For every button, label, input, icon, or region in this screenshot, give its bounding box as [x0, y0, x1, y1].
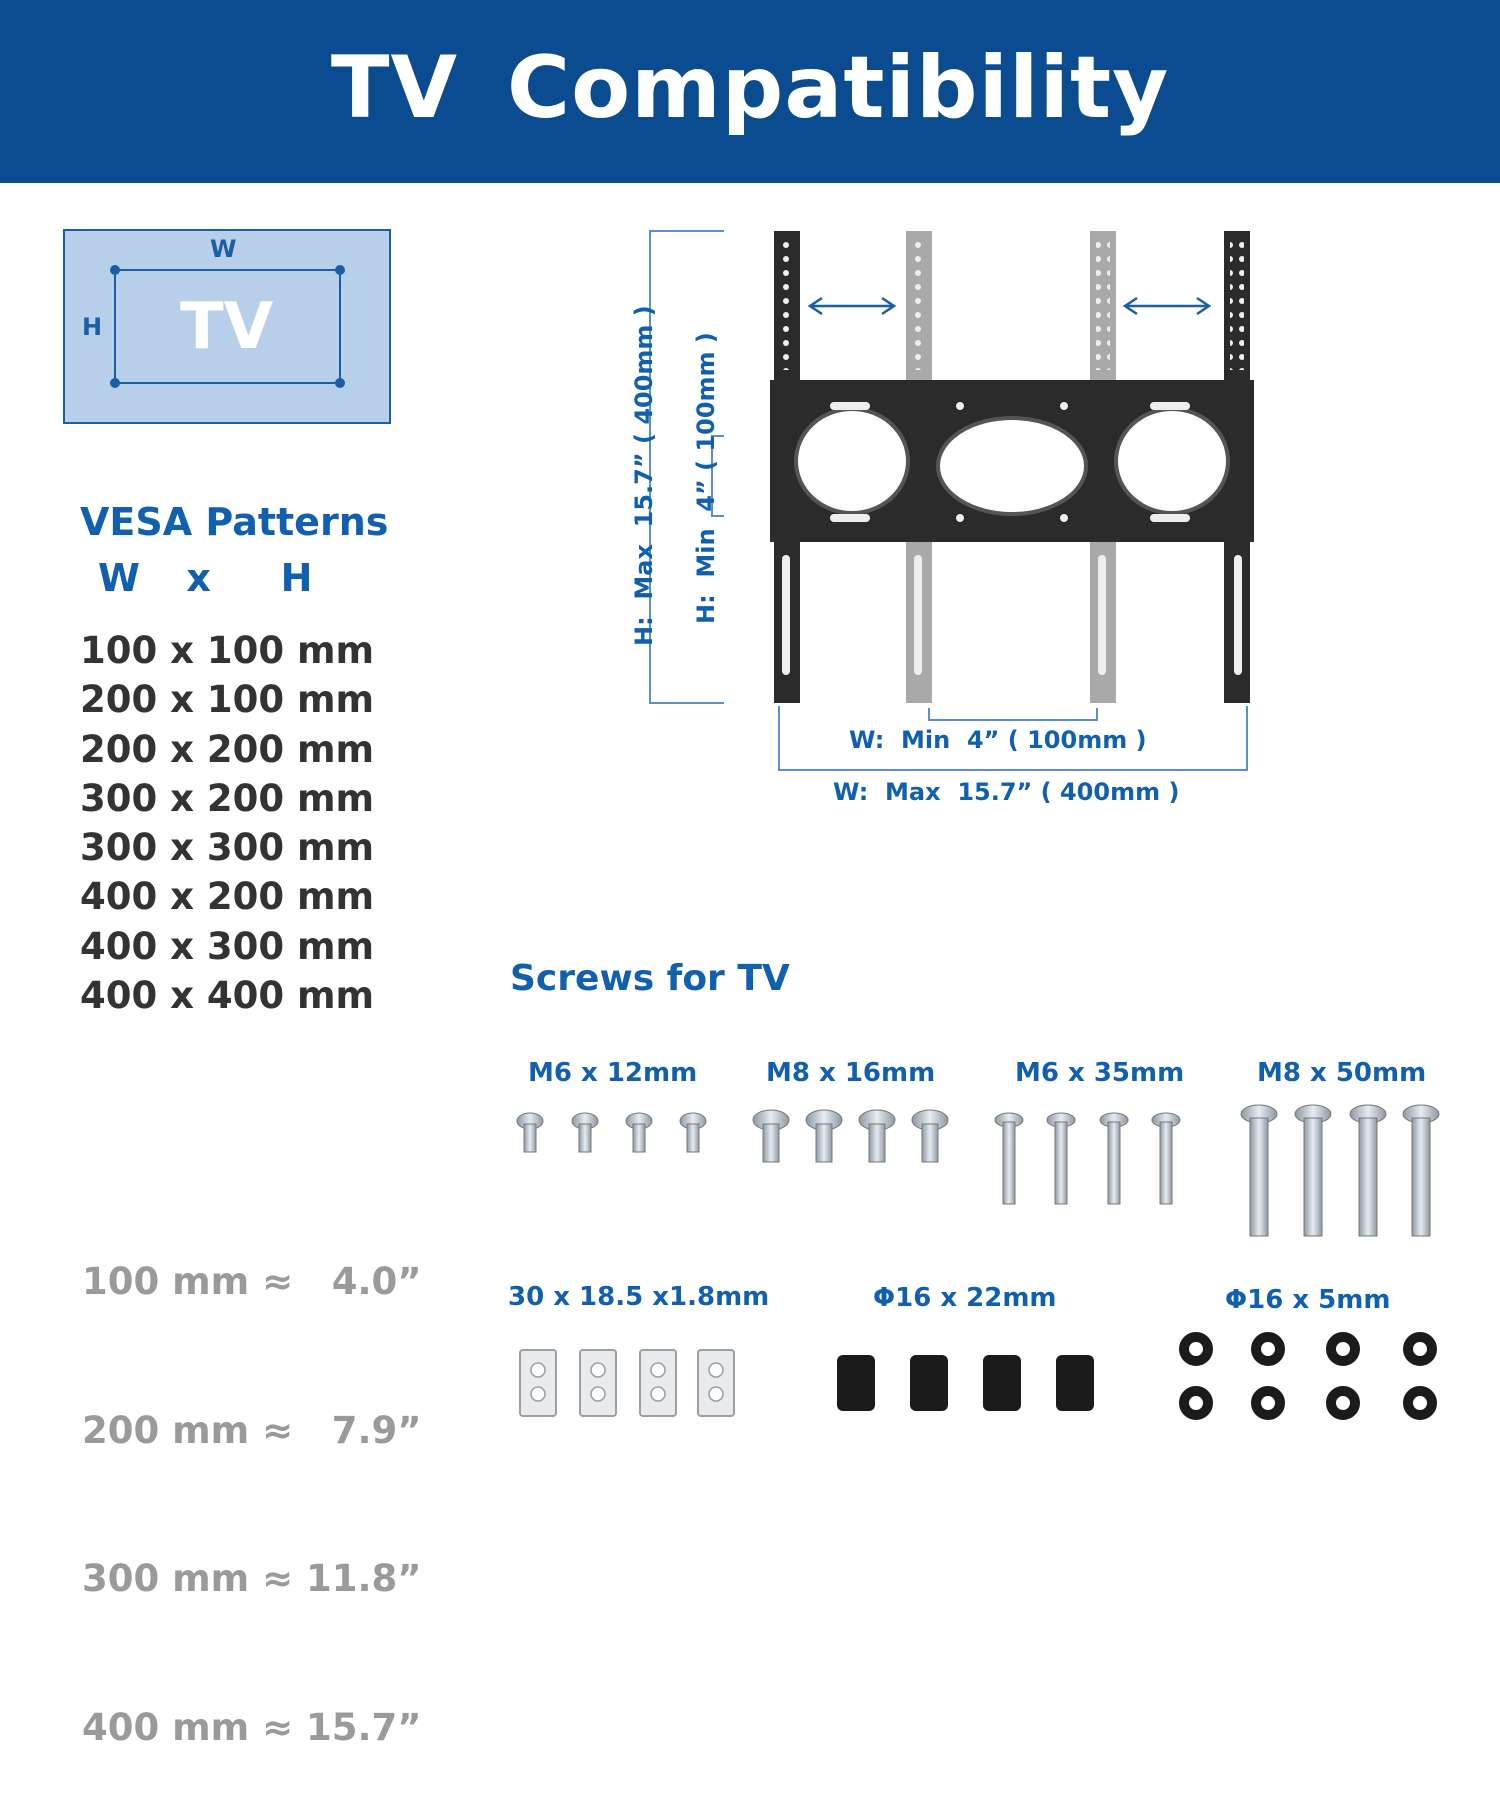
screw-label: M6 x 35mm	[1015, 1058, 1185, 1088]
w-min-label: W: Min 4” ( 100mm )	[849, 726, 1147, 754]
screw-label: M8 x 16mm	[766, 1058, 936, 1088]
vesa-pattern: 100 x 100 mm	[80, 629, 375, 672]
header-banner: TV Compatibility	[0, 0, 1500, 183]
vesa-title: VESA Patterns	[80, 500, 389, 544]
tv-width-label: W	[210, 235, 237, 263]
screw-label: Φ16 x 5mm	[1225, 1285, 1391, 1315]
tv-height-label: H	[82, 313, 103, 341]
screw-label: M6 x 12mm	[528, 1058, 698, 1088]
screws-title: Screws for TV	[510, 958, 790, 999]
vesa-pattern: 400 x 400 mm	[80, 974, 375, 1018]
conversion-row: 100 mm ≈ 4.0”	[82, 1260, 422, 1303]
w-max-label: W: Max 15.7” ( 400mm )	[833, 778, 1180, 806]
vesa-pattern: 400 x 300 mm	[80, 924, 375, 968]
screw-label: M8 x 50mm	[1257, 1058, 1427, 1088]
vesa-pattern: 300 x 200 mm	[80, 776, 375, 820]
vesa-pattern: 400 x 200 mm	[80, 875, 375, 919]
mount-bracket-illustration	[649, 230, 1254, 771]
vesa-pattern: 200 x 100 mm	[80, 678, 375, 722]
vesa-pattern-list: 100 x 100 mm 200 x 100 mm 200 x 200 mm 3…	[80, 626, 374, 1020]
screw-label: Φ16 x 22mm	[873, 1283, 1057, 1313]
tv-label: TV	[180, 290, 274, 364]
hardware-illustration	[516, 1104, 1440, 1420]
conversion-row: 300 mm ≈ 11.8”	[82, 1557, 422, 1600]
vesa-pattern: 200 x 200 mm	[80, 727, 375, 771]
screw-label: 30 x 18.5 x1.8mm	[508, 1282, 770, 1312]
page-title: TV Compatibility	[330, 38, 1170, 138]
vesa-pattern: 300 x 300 mm	[80, 826, 375, 870]
vesa-subtitle: W x H	[98, 556, 313, 600]
conversion-row: 400 mm ≈ 15.7”	[82, 1705, 422, 1749]
